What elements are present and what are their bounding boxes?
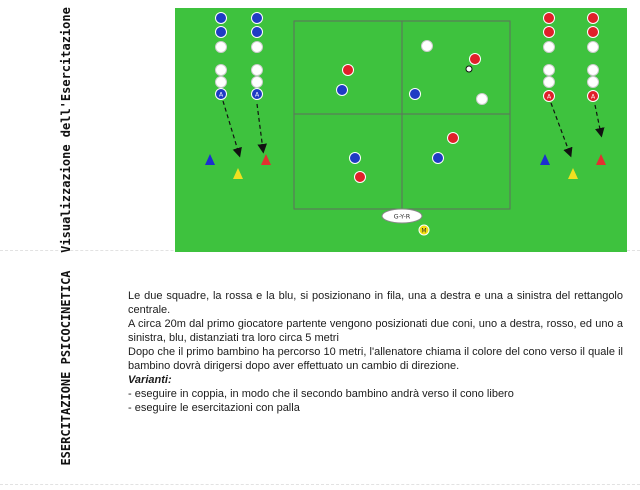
- waiting-player: [543, 76, 555, 88]
- run-arrow: [256, 103, 267, 154]
- blue-starting-player: [215, 88, 227, 100]
- blue-cone: [540, 154, 550, 165]
- yellow-cone: [233, 168, 243, 179]
- waiting-player: [543, 41, 555, 53]
- coach-speech-text: G-Y-R: [394, 213, 411, 221]
- variant-item-2: - eseguire le esercitazioni con palla: [128, 402, 300, 414]
- ball-icon: [465, 65, 473, 73]
- red-player: [447, 132, 459, 144]
- run-arrows: [222, 100, 605, 158]
- blue-player: [349, 152, 361, 164]
- red-cone: [596, 154, 606, 165]
- variants-title: Varianti:: [128, 374, 172, 386]
- waiting-player: [587, 76, 599, 88]
- red-cone: [261, 154, 271, 165]
- red-starting-player-text: A: [547, 93, 552, 100]
- exercise-description: Le due squadre, la rossa e la blu, si po…: [128, 289, 623, 415]
- white-player: [476, 93, 488, 105]
- run-arrow: [594, 104, 605, 138]
- waiting-player: [543, 64, 555, 76]
- waiting-player: [215, 41, 227, 53]
- description-paragraph-3: Dopo che il primo bambino ha percorso 10…: [128, 346, 623, 372]
- waiting-player: [587, 41, 599, 53]
- yellow-cone: [568, 168, 578, 179]
- red-player: [354, 171, 366, 183]
- red-player: [469, 53, 481, 65]
- waiting-player: [215, 64, 227, 76]
- waiting-player: [587, 64, 599, 76]
- blue-player: [336, 84, 348, 96]
- white-player: [421, 40, 433, 52]
- blue-player: [432, 152, 444, 164]
- blue-starting-player: [251, 88, 263, 100]
- run-arrow: [222, 100, 242, 158]
- red-starting-player: [587, 90, 599, 102]
- blue-player: [409, 88, 421, 100]
- cones: [205, 154, 606, 179]
- blue-starting-player-text: A: [255, 91, 260, 98]
- red-player: [587, 12, 599, 24]
- variants-list: - eseguire in coppia, in modo che il sec…: [128, 387, 623, 415]
- exercise-category-label: ESERCITAZIONE PSICOCINETICA: [59, 270, 73, 466]
- waiting-player: [215, 76, 227, 88]
- blue-player: [215, 26, 227, 38]
- red-player: [342, 64, 354, 76]
- waiting-player: [251, 41, 263, 53]
- red-starting-player-text: A: [591, 93, 596, 100]
- run-arrow: [550, 102, 573, 158]
- speech-bubble: [381, 208, 423, 224]
- blue-cone: [205, 154, 215, 165]
- description-paragraph-2: A circa 20m dal primo giocatore partente…: [128, 318, 623, 344]
- waiting-player: [251, 64, 263, 76]
- blue-starting-player-text: A: [219, 91, 224, 98]
- red-player: [587, 26, 599, 38]
- blue-player: [215, 12, 227, 24]
- central-players: [336, 40, 488, 183]
- red-player: [543, 12, 555, 24]
- red-starting-player: [543, 90, 555, 102]
- coach: G-Y-R M: [381, 208, 430, 236]
- red-player: [543, 26, 555, 38]
- coach-marker-text: M: [421, 227, 426, 234]
- variant-item-1: - eseguire in coppia, in modo che il sec…: [128, 388, 514, 400]
- coach-marker: [418, 224, 430, 236]
- blue-player: [251, 12, 263, 24]
- page-bottom-divider: [0, 484, 640, 486]
- waiting-player: [251, 76, 263, 88]
- description-paragraph-1: Le due squadre, la rossa e la blu, si po…: [128, 290, 623, 316]
- visualization-section-label: Visualizzazione dell'Esercitazione: [59, 7, 73, 253]
- blue-player: [251, 26, 263, 38]
